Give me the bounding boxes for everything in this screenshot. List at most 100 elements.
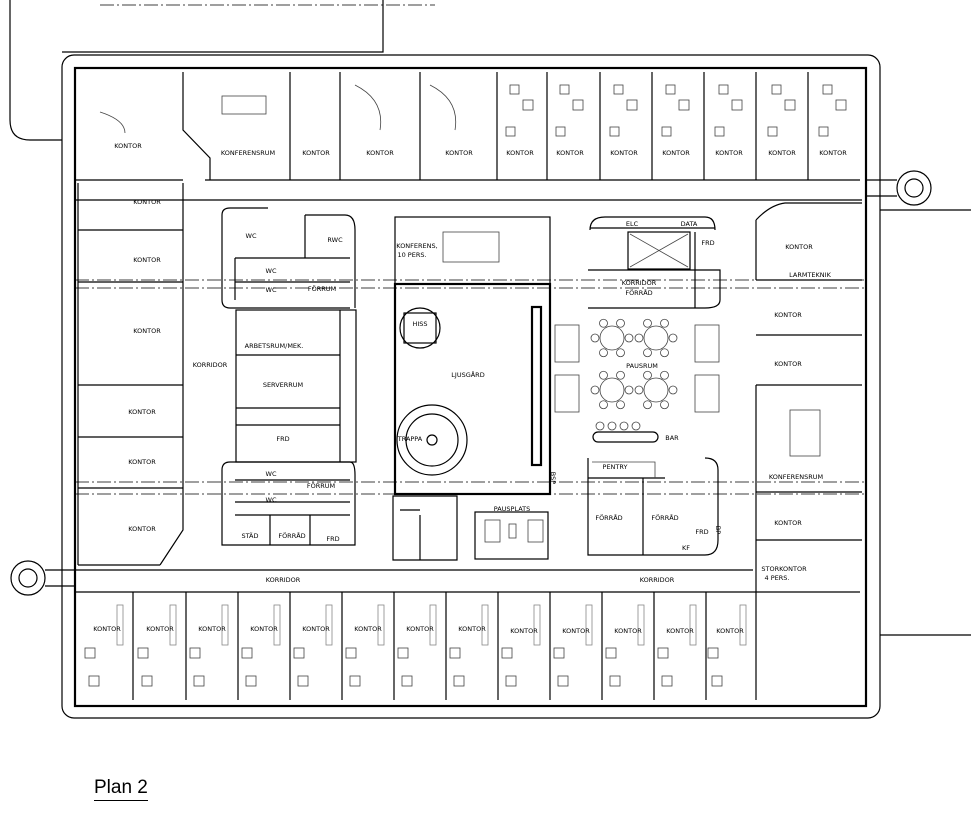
wc-label: WC xyxy=(246,232,257,240)
room-label: KONFERENSRUM xyxy=(769,473,823,481)
building-envelope xyxy=(61,54,881,719)
desk-icon xyxy=(481,604,489,646)
room-label: KONTOR xyxy=(610,149,638,157)
chair-icon xyxy=(501,647,513,659)
desk-icon xyxy=(429,604,437,646)
chair-icon xyxy=(505,126,516,137)
chair-icon xyxy=(665,84,676,95)
room-label: KONTOR xyxy=(774,519,802,527)
room-label: 4 PERS. xyxy=(765,574,790,582)
chair-icon xyxy=(643,318,652,328)
chair-icon xyxy=(660,400,669,410)
left-core xyxy=(221,207,357,546)
chair-icon xyxy=(141,675,153,687)
room-label: KONTOR xyxy=(562,627,590,635)
hiss-label: HISS xyxy=(412,320,427,328)
table-icon xyxy=(694,324,720,363)
room-label: KONTOR xyxy=(715,149,743,157)
room-label: KONTOR xyxy=(133,198,161,206)
pausplats-label: PAUSPLATS xyxy=(494,505,531,513)
round-table-icon xyxy=(643,377,669,403)
chair-icon xyxy=(241,647,253,659)
chair-icon xyxy=(624,385,634,395)
chair-icon xyxy=(613,84,624,95)
room-label: KONTOR xyxy=(819,149,847,157)
chair-icon xyxy=(453,675,465,687)
rwc-label: RWC xyxy=(327,236,343,244)
chair-icon xyxy=(634,385,644,395)
chair-icon xyxy=(771,84,782,95)
chair-icon xyxy=(553,647,565,659)
chair-icon xyxy=(626,99,638,111)
room-label: KONTOR xyxy=(93,625,121,633)
chair-icon xyxy=(599,318,608,328)
bar-label: BAR xyxy=(665,434,679,442)
desk-icon xyxy=(116,604,124,646)
desk-icon xyxy=(585,604,593,646)
forrum-label: FÖRRUM xyxy=(308,284,336,293)
room-label: KONTOR xyxy=(302,149,330,157)
chair-icon xyxy=(559,84,570,95)
room-labels: KONTOR KONFERENSRUM KONTOR KONTOR KONTOR… xyxy=(93,142,847,635)
chair-icon xyxy=(657,647,669,659)
frd-label: FRD xyxy=(326,535,339,543)
chair-icon xyxy=(660,318,669,328)
chair-icon xyxy=(784,99,796,111)
stad-label: STÄD xyxy=(241,531,258,540)
pausrum-label: PAUSRUM xyxy=(626,362,658,370)
chair-icon xyxy=(509,84,520,95)
grid-lines xyxy=(75,279,866,495)
elc-label: ELC xyxy=(626,220,639,228)
frd-label: FRD xyxy=(276,435,289,443)
round-table-icon xyxy=(599,377,625,403)
chair-icon xyxy=(449,647,461,659)
furniture-top xyxy=(99,84,847,137)
chair-icon xyxy=(84,647,96,659)
chair-icon xyxy=(767,126,778,137)
chair-icon xyxy=(660,370,669,380)
chair-icon xyxy=(616,318,625,328)
chair-icon xyxy=(590,385,600,395)
furniture-bottom xyxy=(84,604,747,687)
chair-icon xyxy=(616,370,625,380)
chair-icon xyxy=(609,126,620,137)
bottom-row-walls xyxy=(75,569,860,700)
chair-icon xyxy=(668,385,678,395)
forrad-label: FÖRRÅD xyxy=(278,531,305,540)
bsp-label: BSP xyxy=(549,472,557,484)
room-label: KONTOR xyxy=(774,360,802,368)
chair-icon xyxy=(660,348,669,358)
forrum-label: FÖRRUM xyxy=(307,481,335,490)
chair-icon xyxy=(137,647,149,659)
room-label: KONTOR xyxy=(774,311,802,319)
room-label: LARMTEKNIK xyxy=(789,271,831,279)
chair-icon xyxy=(599,348,608,358)
wc-label: WC xyxy=(266,286,277,294)
chair-icon xyxy=(88,675,100,687)
konferens-label: KONFERENS, xyxy=(396,242,437,250)
chair-icon xyxy=(643,348,652,358)
desk-icon xyxy=(273,604,281,646)
bar-stool-icon xyxy=(595,421,605,431)
bar-stool-icon xyxy=(631,421,641,431)
chair-icon xyxy=(605,647,617,659)
chair-icon xyxy=(661,675,673,687)
chair-icon xyxy=(661,126,672,137)
table-icon xyxy=(554,374,580,413)
wc-label: WC xyxy=(266,470,277,478)
chair-icon xyxy=(401,675,413,687)
room-label: KONTOR xyxy=(445,149,473,157)
chair-icon xyxy=(731,99,743,111)
serverrum-label: SERVERRUM xyxy=(263,381,303,389)
chair-icon xyxy=(624,333,634,343)
bar-stool-icon xyxy=(607,421,617,431)
chair-icon xyxy=(349,675,361,687)
pentry-label: PENTRY xyxy=(603,463,628,471)
round-table-icon xyxy=(643,325,669,351)
chair-icon xyxy=(555,126,566,137)
room-label: KONTOR xyxy=(250,625,278,633)
room-label: KONTOR xyxy=(406,625,434,633)
corridor-label: KORRIDOR xyxy=(266,576,301,584)
chair-icon xyxy=(668,333,678,343)
